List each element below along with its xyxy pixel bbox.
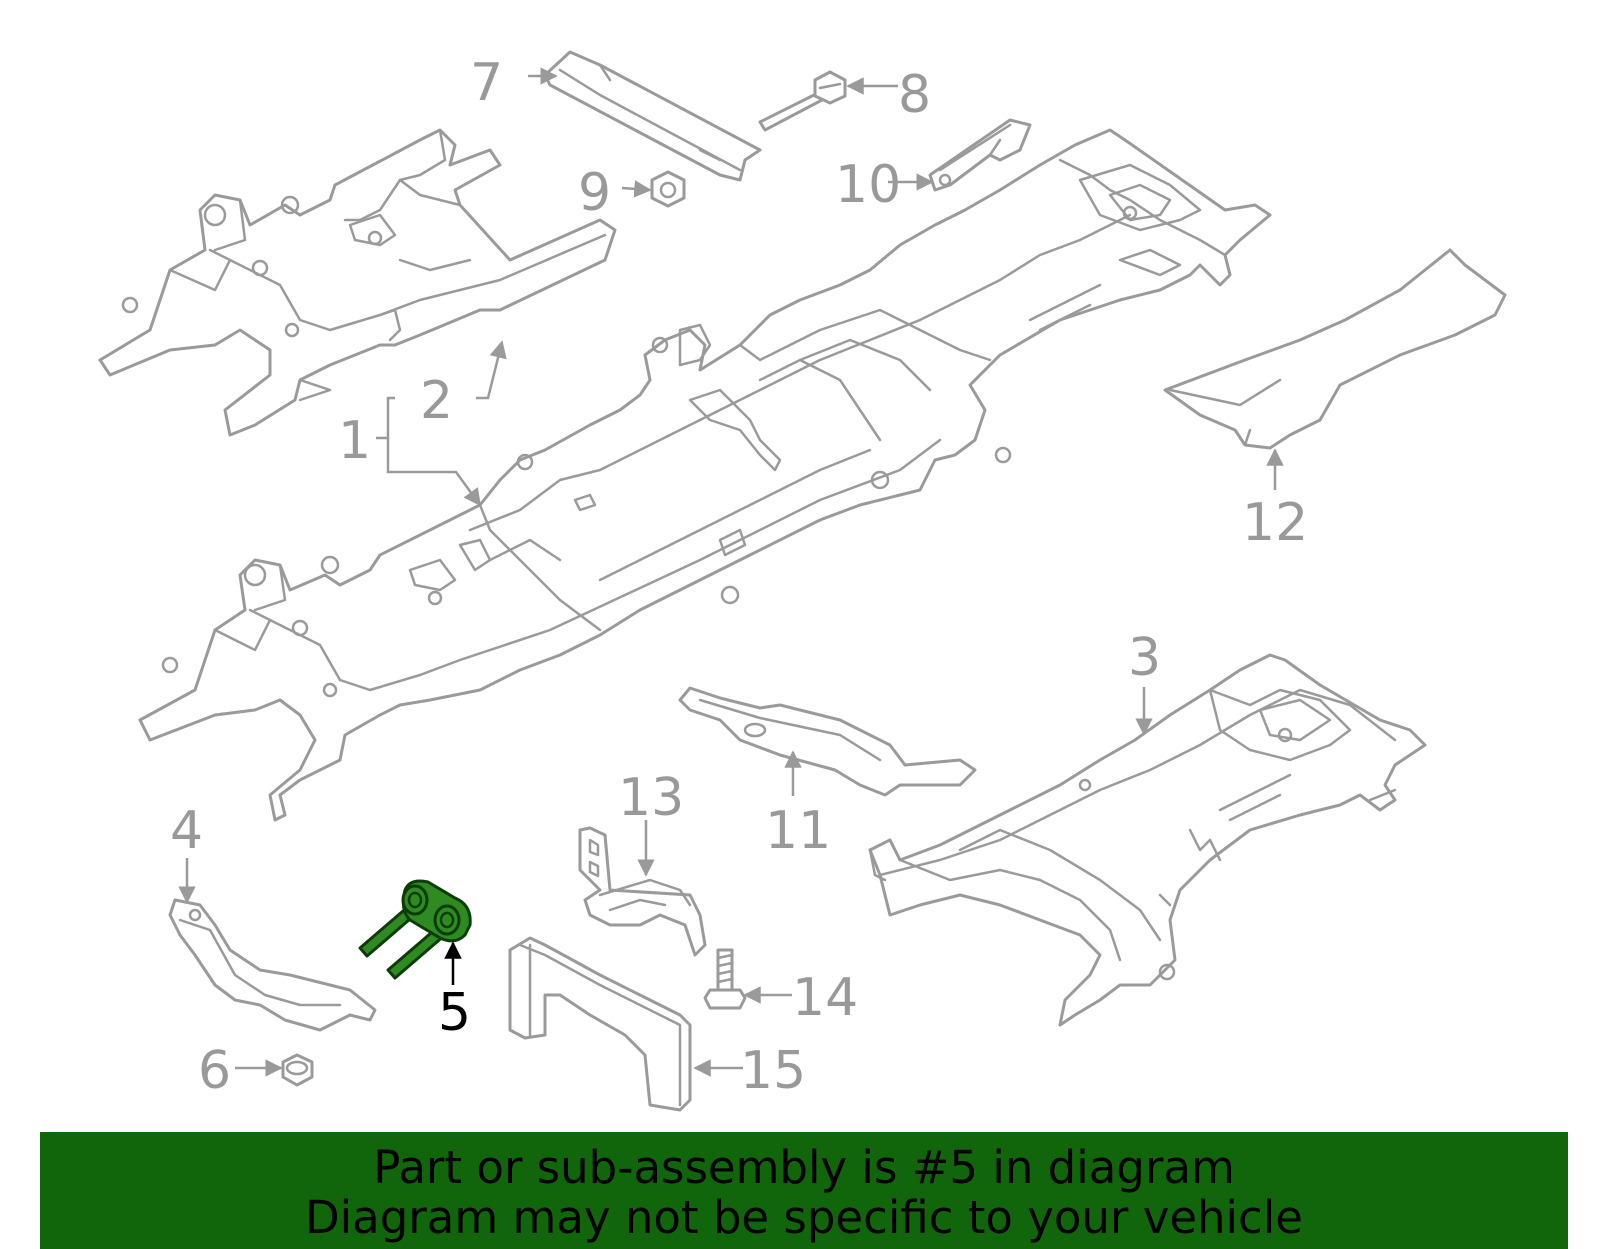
rear-frame-section-part[interactable] xyxy=(868,653,1427,1027)
callout-3: 3 xyxy=(1128,628,1161,688)
callout-13: 13 xyxy=(618,768,684,828)
banner-line-1: Part or sub-assembly is #5 in diagram xyxy=(373,1141,1235,1194)
crossmember-part-11[interactable] xyxy=(678,686,977,797)
callout-labels: 1 2 3 4 5 6 7 8 9 10 11 12 13 14 15 xyxy=(170,53,1308,1101)
bolt-assembly-part-5-highlighted[interactable] xyxy=(358,879,472,980)
callout-6: 6 xyxy=(198,1041,231,1101)
bracket-part-4[interactable] xyxy=(168,898,377,1032)
callout-8: 8 xyxy=(898,65,931,125)
bracket-part-10[interactable] xyxy=(928,118,1032,192)
callout-11: 11 xyxy=(765,801,831,861)
skid-plate-part-12[interactable] xyxy=(1163,248,1507,450)
callout-7: 7 xyxy=(470,53,503,113)
banner-line-2: Diagram may not be specific to your vehi… xyxy=(305,1191,1303,1244)
callout-4: 4 xyxy=(170,801,203,861)
info-banner: Part or sub-assembly is #5 in diagram Di… xyxy=(40,1132,1568,1249)
callout-12: 12 xyxy=(1242,493,1308,553)
callout-2: 2 xyxy=(420,371,453,431)
bolt-part-8[interactable] xyxy=(758,70,847,132)
guard-part-15[interactable] xyxy=(508,936,692,1112)
callout-9: 9 xyxy=(578,163,611,223)
tow-hook-part-13[interactable] xyxy=(578,826,707,957)
leader-lines xyxy=(178,67,1284,1077)
frame-assembly-part[interactable] xyxy=(138,128,1272,822)
callout-1: 1 xyxy=(338,411,371,471)
bolt-part-14[interactable] xyxy=(703,948,747,1010)
front-frame-section-part[interactable] xyxy=(98,128,617,437)
nut-part-9[interactable] xyxy=(650,170,686,208)
nut-part-6[interactable] xyxy=(281,1053,314,1087)
callout-14: 14 xyxy=(792,968,858,1028)
callout-5: 5 xyxy=(438,983,471,1043)
callout-15: 15 xyxy=(740,1041,806,1101)
reinforcement-plate-part[interactable] xyxy=(543,50,762,182)
callout-10: 10 xyxy=(835,155,901,215)
